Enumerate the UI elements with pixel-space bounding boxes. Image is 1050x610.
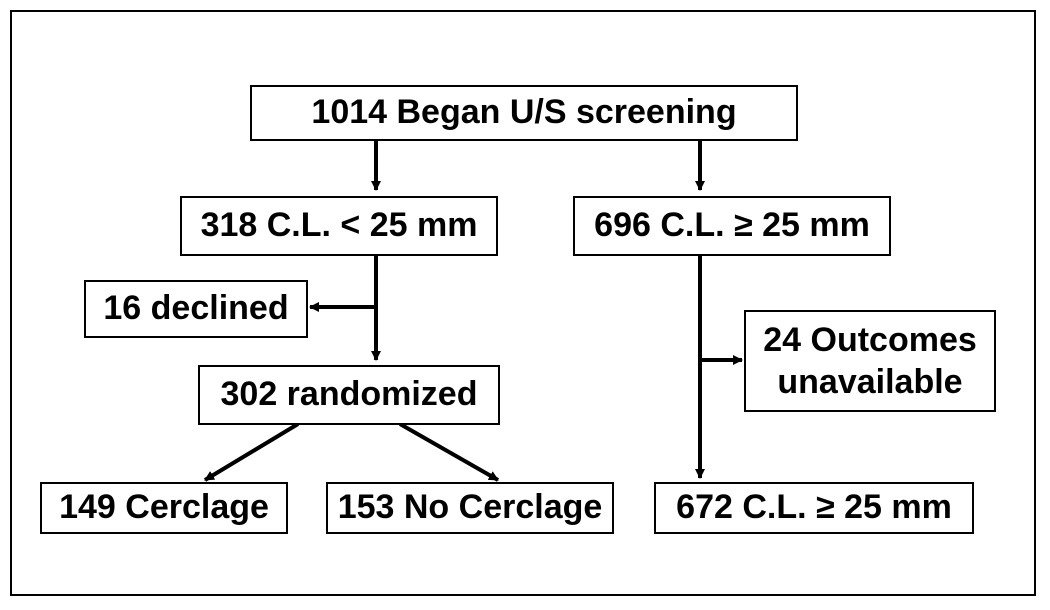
box-outcomes-unavailable: 24 Outcomes unavailable	[744, 310, 996, 412]
box-short-cl-label: 318 C.L. < 25 mm	[200, 206, 478, 245]
box-randomized: 302 randomized	[198, 365, 500, 425]
box-long-cl-label: 696 C.L. ≥ 25 mm	[594, 206, 870, 245]
arrow-randomized-to-no-cerclage	[399, 422, 499, 482]
box-long-cl: 696 C.L. ≥ 25 mm	[573, 196, 891, 256]
box-no-cerclage: 153 No Cerclage	[326, 482, 614, 534]
box-final-long-cl-label: 672 C.L. ≥ 25 mm	[676, 488, 952, 527]
box-no-cerclage-label: 153 No Cerclage	[337, 488, 603, 527]
box-screening: 1014 Began U/S screening	[250, 85, 798, 141]
box-short-cl: 318 C.L. < 25 mm	[180, 196, 498, 256]
box-outcomes-unavailable-line-1: 24 Outcomes	[763, 320, 977, 359]
box-randomized-label: 302 randomized	[220, 375, 478, 414]
box-outcomes-unavailable-line-2: unavailable	[777, 363, 963, 401]
box-cerclage: 149 Cerclage	[40, 482, 288, 534]
box-declined: 16 declined	[84, 280, 308, 338]
box-cerclage-label: 149 Cerclage	[59, 488, 269, 527]
diagram-frame	[10, 10, 1036, 596]
box-final-long-cl: 672 C.L. ≥ 25 mm	[654, 482, 974, 534]
arrow-randomized-to-cerclage	[203, 422, 300, 482]
box-screening-label: 1014 Began U/S screening	[311, 93, 737, 132]
box-declined-label: 16 declined	[103, 289, 289, 328]
